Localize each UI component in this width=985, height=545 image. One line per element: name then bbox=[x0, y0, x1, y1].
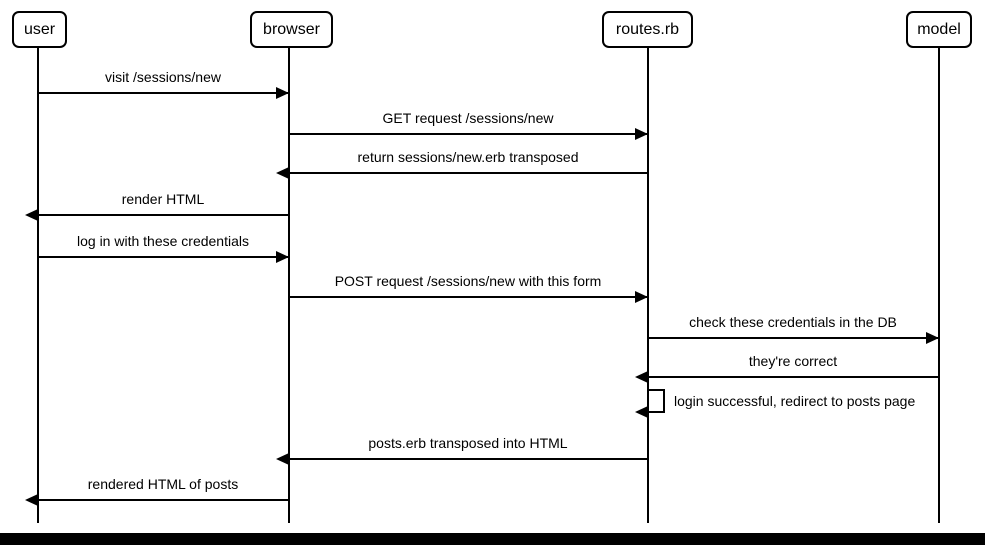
message-2-arrowhead-icon bbox=[635, 128, 648, 140]
lifeline-user bbox=[37, 48, 39, 523]
lifeline-browser bbox=[288, 48, 290, 523]
message-4-line bbox=[38, 214, 289, 216]
message-7-arrowhead-icon bbox=[926, 332, 939, 344]
message-4-arrowhead-icon bbox=[25, 209, 38, 221]
message-11-line bbox=[38, 499, 289, 501]
message-9-self-loop-bottom bbox=[648, 411, 665, 413]
message-3-label: return sessions/new.erb transposed bbox=[357, 149, 579, 165]
message-8-label: they're correct bbox=[748, 353, 838, 369]
bottom-bar bbox=[0, 533, 985, 545]
actor-box-user: user bbox=[12, 11, 67, 48]
message-3-arrowhead-icon bbox=[276, 167, 289, 179]
actor-box-routes-rb: routes.rb bbox=[602, 11, 693, 48]
message-5-line bbox=[38, 256, 289, 258]
message-7-label: check these credentials in the DB bbox=[689, 314, 897, 330]
message-9-self-loop-right bbox=[663, 389, 665, 413]
lifeline-routes-rb bbox=[647, 48, 649, 523]
actor-label-user: user bbox=[23, 20, 56, 38]
actor-label-browser: browser bbox=[263, 20, 320, 38]
message-9-arrowhead-icon bbox=[635, 406, 648, 418]
message-2-line bbox=[289, 133, 648, 135]
message-8-arrowhead-icon bbox=[635, 371, 648, 383]
message-7-line bbox=[648, 337, 939, 339]
message-1-arrowhead-icon bbox=[276, 87, 289, 99]
message-9-self-loop-top bbox=[648, 389, 665, 391]
message-6-line bbox=[289, 296, 648, 298]
message-2-label: GET request /sessions/new bbox=[382, 110, 554, 126]
message-4-label: render HTML bbox=[121, 191, 205, 207]
message-10-arrowhead-icon bbox=[276, 453, 289, 465]
message-3-line bbox=[289, 172, 648, 174]
actor-label-model: model bbox=[917, 20, 961, 38]
lifeline-model bbox=[938, 48, 940, 523]
message-6-label: POST request /sessions/new with this for… bbox=[334, 273, 602, 289]
message-10-line bbox=[289, 458, 648, 460]
actor-label-routes-rb: routes.rb bbox=[615, 20, 680, 38]
message-9-label: login successful, redirect to posts page bbox=[674, 393, 916, 409]
actor-box-browser: browser bbox=[250, 11, 333, 48]
message-8-line bbox=[648, 376, 939, 378]
message-10-label: posts.erb transposed into HTML bbox=[368, 435, 568, 451]
message-1-line bbox=[38, 92, 289, 94]
message-1-label: visit /sessions/new bbox=[105, 69, 221, 85]
message-5-arrowhead-icon bbox=[276, 251, 289, 263]
message-11-label: rendered HTML of posts bbox=[87, 476, 239, 492]
message-5-label: log in with these credentials bbox=[77, 233, 249, 249]
message-6-arrowhead-icon bbox=[635, 291, 648, 303]
message-11-arrowhead-icon bbox=[25, 494, 38, 506]
actor-box-model: model bbox=[906, 11, 972, 48]
